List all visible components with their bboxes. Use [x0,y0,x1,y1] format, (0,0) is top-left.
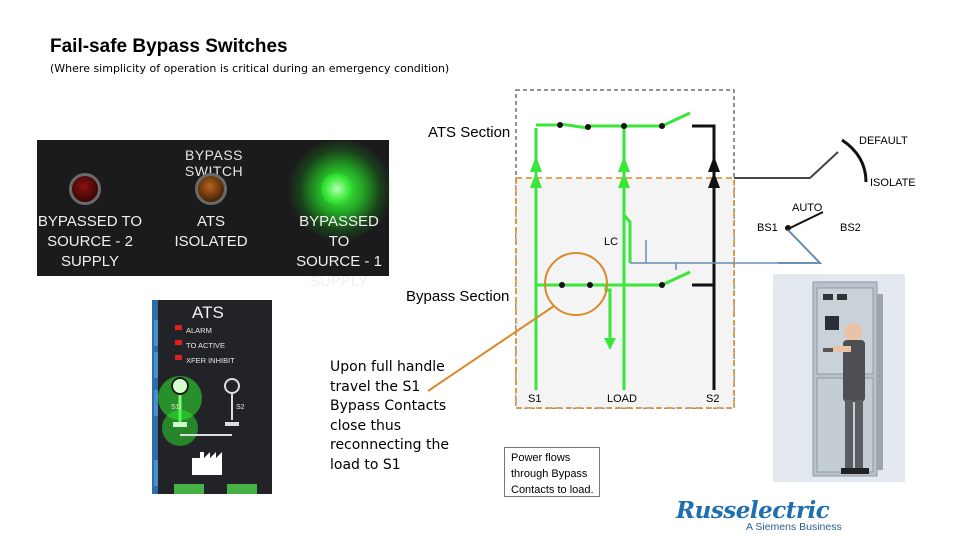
logo-tagline: A Siemens Business [746,521,842,533]
indicator-alarm: ALARM [186,326,212,335]
load-isolation-arrow [618,156,630,172]
source2-lamp-icon [69,173,101,205]
s1-label: S1 [528,393,541,405]
s2-isolation-arrow [708,156,720,172]
company-logo: Russelectric A Siemens Business [676,497,842,533]
selector-arc [841,138,868,183]
ats-s2-contact [661,111,691,128]
ats-s2-label: S2 [236,404,245,411]
indicator-to-active: TO ACTIVE [186,341,226,350]
panel-title: BYPASS SWITCH [184,147,244,179]
lamp-label-ats-isolated: ATS ISOLATED [174,213,248,250]
ats-label: ATS [192,303,224,322]
switchgear-photo [773,274,905,482]
highlight-circle [544,252,608,316]
lamp-label-source1: BYPASSED TO SOURCE - 1 SUPPLY [296,213,382,290]
page-subtitle: (Where simplicity of operation is critic… [50,62,450,75]
s2-bus [692,124,716,390]
bs1-label: BS1 [757,222,778,234]
ats-section-label: ATS Section [428,124,510,141]
indicator-xfer-inhibit: XFER INHIBIT [186,356,235,365]
lc-contact [622,214,632,263]
auto-label: AUTO [792,202,823,214]
ats-controller-panel: ATS ALARM TO ACTIVE XFER INHIBIT S1 S2 [152,300,272,494]
bs2-label: BS2 [840,222,861,234]
bypass-section-label: Bypass Section [406,288,509,305]
bypass-s2-contact [661,270,691,287]
load-label: LOAD [607,393,637,405]
ats-s1-contact [559,122,589,130]
lamp-label-source2: BYPASSED TO SOURCE - 2 SUPPLY [37,213,143,270]
page-title: Fail-safe Bypass Switches [50,36,288,57]
ats-s1-label: S1 [171,404,180,411]
callout-leader [427,305,555,392]
callout-text: Upon full handle travel the S1 Bypass Co… [330,359,449,473]
bypass-switch-panel: BYPASS SWITCH BYPASSED TO SOURCE - 2 SUP… [37,140,393,290]
lc-label: LC [604,236,618,248]
ats-isolated-lamp-icon [195,173,227,205]
load-output-arrow [604,338,616,350]
default-label: DEFAULT [859,135,908,147]
bs1-linkage [778,229,823,264]
isolate-label: ISOLATE [870,177,916,189]
s2-label: S2 [706,393,719,405]
source1-lamp-icon [321,173,353,205]
s1-isolation-arrow [530,156,542,172]
ats-controller-graphic [152,300,257,494]
power-flow-note: Power flows through Bypass Contacts to l… [504,447,600,497]
logo-wordmark: Russelectric [676,497,830,524]
ats-indicator-list: ALARM TO ACTIVE XFER INHIBIT [186,323,235,368]
switchgear-illustration [773,274,905,482]
